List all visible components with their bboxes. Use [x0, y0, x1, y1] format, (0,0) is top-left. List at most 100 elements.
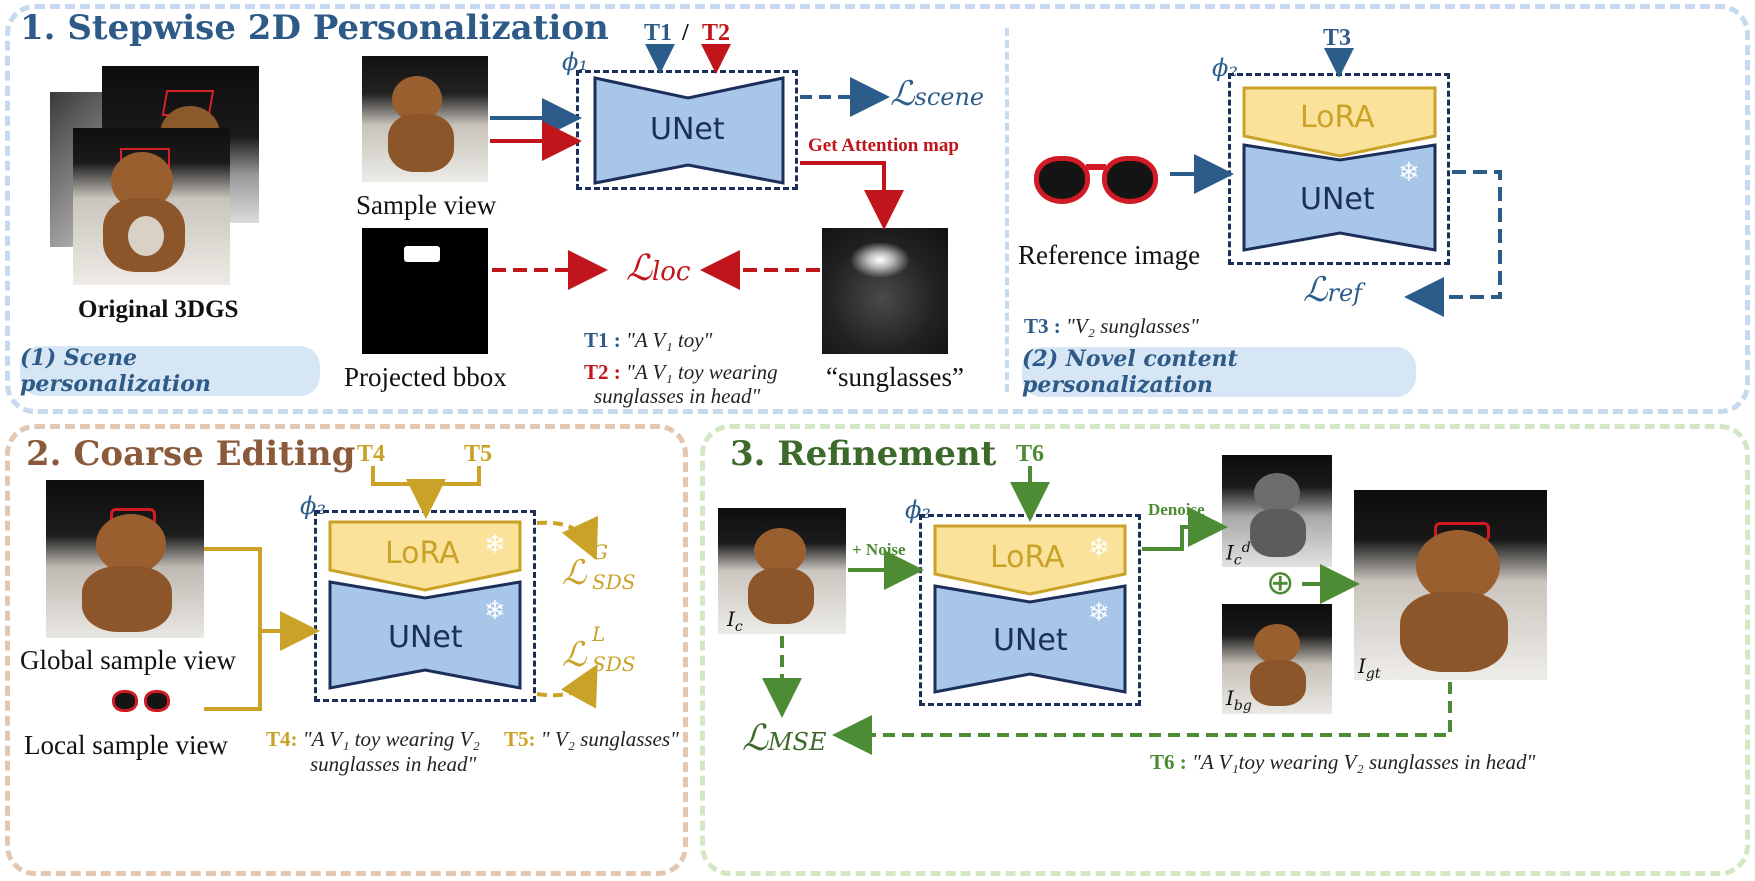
novel-content-pill: (2) Novel content personalization [1022, 346, 1416, 398]
loss-scene-sub: scene [914, 83, 985, 111]
t1-note-label: T1 : [584, 328, 621, 352]
frozen-snowflake-icon: ❄ [1398, 158, 1420, 188]
t2-note-label: T2 : [584, 360, 621, 384]
unet-label-s3: UNet [993, 623, 1068, 658]
lora-label-s2: LoRA [385, 536, 460, 571]
ic-label: Ic [727, 607, 743, 635]
ic-label-sub: c [734, 619, 743, 635]
global-sample-view-label: Global sample view [20, 645, 236, 675]
phi2-label-s2: ϕ₂ [300, 492, 326, 520]
plus-symbol: ⊕ [1266, 563, 1295, 603]
toy-head [1254, 473, 1300, 513]
panel-refinement [700, 424, 1750, 876]
t4-note-label: T4: [266, 727, 298, 751]
igt-image [1354, 490, 1547, 680]
original-3dgs-label: Original 3DGS [78, 296, 239, 323]
toy-body [82, 566, 172, 632]
t6-label: T6 [1016, 441, 1045, 467]
right-lens [144, 690, 170, 712]
t1-label: T1 [644, 20, 673, 46]
loss-ref: ℒref [1303, 270, 1363, 310]
t3-note-text: "V₂ sunglasses" [1066, 314, 1199, 338]
loss-sds-global-symbol: ℒ [562, 553, 587, 593]
global-sample-view-image [46, 480, 204, 638]
t5-note-label: T5: [504, 727, 536, 751]
t3-note: T3 : "V₂ sunglasses" [1024, 314, 1199, 339]
ibg-label-sub: bg [1233, 698, 1252, 714]
right-lens [1102, 156, 1158, 204]
t3-note-label: T3 : [1024, 314, 1061, 338]
toy-body [1400, 592, 1508, 672]
denoise-label: Denoise [1148, 500, 1205, 519]
t-slash: / [682, 20, 689, 46]
projected-bbox-label: Projected bbox [344, 362, 507, 392]
toy-head [754, 528, 806, 574]
unet-label-s1: UNet [1300, 182, 1375, 217]
bridge [1086, 164, 1106, 170]
t3-label: T3 [1323, 25, 1352, 51]
ic-label-i: I [727, 607, 735, 631]
t5-label: T5 [464, 441, 493, 467]
left-lens [112, 690, 138, 712]
section3-title: 3. Refinement [730, 434, 997, 474]
attention-map-image [822, 228, 948, 354]
projected-bbox-image [362, 228, 488, 354]
left-lens [1034, 156, 1090, 204]
igt-label: Igt [1358, 654, 1381, 682]
sample-view-image [362, 56, 488, 182]
frozen-snowflake-icon: ❄ [484, 530, 506, 560]
noise-label: + Noise [852, 540, 906, 559]
loss-sds-local-sup: L [592, 622, 606, 646]
t2-label: T2 [702, 20, 731, 46]
t4-note-line2: sunglasses in head" [310, 752, 477, 776]
frozen-snowflake-icon: ❄ [1088, 598, 1110, 628]
t6-note: T6 : "A V₁toy wearing V₂ sunglasses in h… [1150, 750, 1535, 775]
loss-sds-global-sub: SDS [592, 570, 636, 594]
t4-label: T4 [357, 441, 386, 467]
ic-image [718, 508, 846, 634]
lora-label-s1: LoRA [1300, 100, 1375, 135]
icd-image [1222, 455, 1332, 567]
scene-personalization-pill: (1) Scene personalization [20, 345, 320, 397]
section1-title: 1. Stepwise 2D Personalization [20, 8, 609, 48]
toy-body [1250, 509, 1306, 557]
sunglasses-quote: “sunglasses” [826, 362, 964, 392]
toy-body [388, 114, 454, 172]
unet-label-phi1: UNet [650, 112, 725, 147]
unet-label-s2: UNet [388, 620, 463, 655]
toy-head [1254, 624, 1300, 664]
panel-stepwise-personalization [5, 4, 1750, 414]
icd-label: Icd [1226, 540, 1251, 569]
loss-sds-local-symbol: ℒ [562, 635, 587, 675]
toy-body [1250, 660, 1306, 706]
t2-note-text-line1: "A V₁ toy wearing [626, 360, 778, 384]
loss-sds-global-sup: G [592, 540, 608, 564]
loss-loc: ℒloc [626, 248, 691, 289]
icd-label-sub: c [1233, 552, 1242, 569]
bbox-mask [404, 246, 440, 262]
ibg-label-i: I [1226, 686, 1234, 710]
section2-title: 2. Coarse Editing [26, 434, 356, 474]
loss-mse: ℒMSE [742, 718, 827, 759]
loss-sds-local-sub: SDS [592, 652, 636, 676]
toy-belly [128, 216, 164, 256]
original-3dgs-front-image [73, 128, 230, 285]
t4-note-text-line1: "A V₁ toy wearing V₂ [302, 727, 480, 751]
igt-label-sub: gt [1365, 666, 1381, 682]
t4-note: T4: "A V₁ toy wearing V₂ [266, 727, 480, 752]
t2-note: T2 : "A V₁ toy wearing [584, 360, 778, 385]
frozen-snowflake-icon: ❄ [1088, 533, 1110, 563]
icd-label-sup: d [1241, 540, 1251, 556]
get-attention-label: Get Attention map [808, 135, 959, 156]
loss-sds-global: ℒ G SDS [562, 542, 635, 593]
t5-note: T5: " V₂ sunglasses" [504, 727, 679, 752]
sample-view-label: Sample view [356, 190, 497, 220]
t5-note-text: " V₂ sunglasses" [540, 727, 679, 751]
t1-note-text: "A V₁ toy" [626, 328, 713, 352]
toy-body [748, 568, 814, 624]
reference-image-label: Reference image [1018, 240, 1201, 270]
local-sunglasses-image [112, 688, 172, 716]
icd-label-i: I [1226, 540, 1234, 565]
t6-note-text: "A V₁toy wearing V₂ sunglasses in head" [1192, 750, 1536, 774]
phi2-label-s3: ϕ₂ [905, 496, 931, 524]
